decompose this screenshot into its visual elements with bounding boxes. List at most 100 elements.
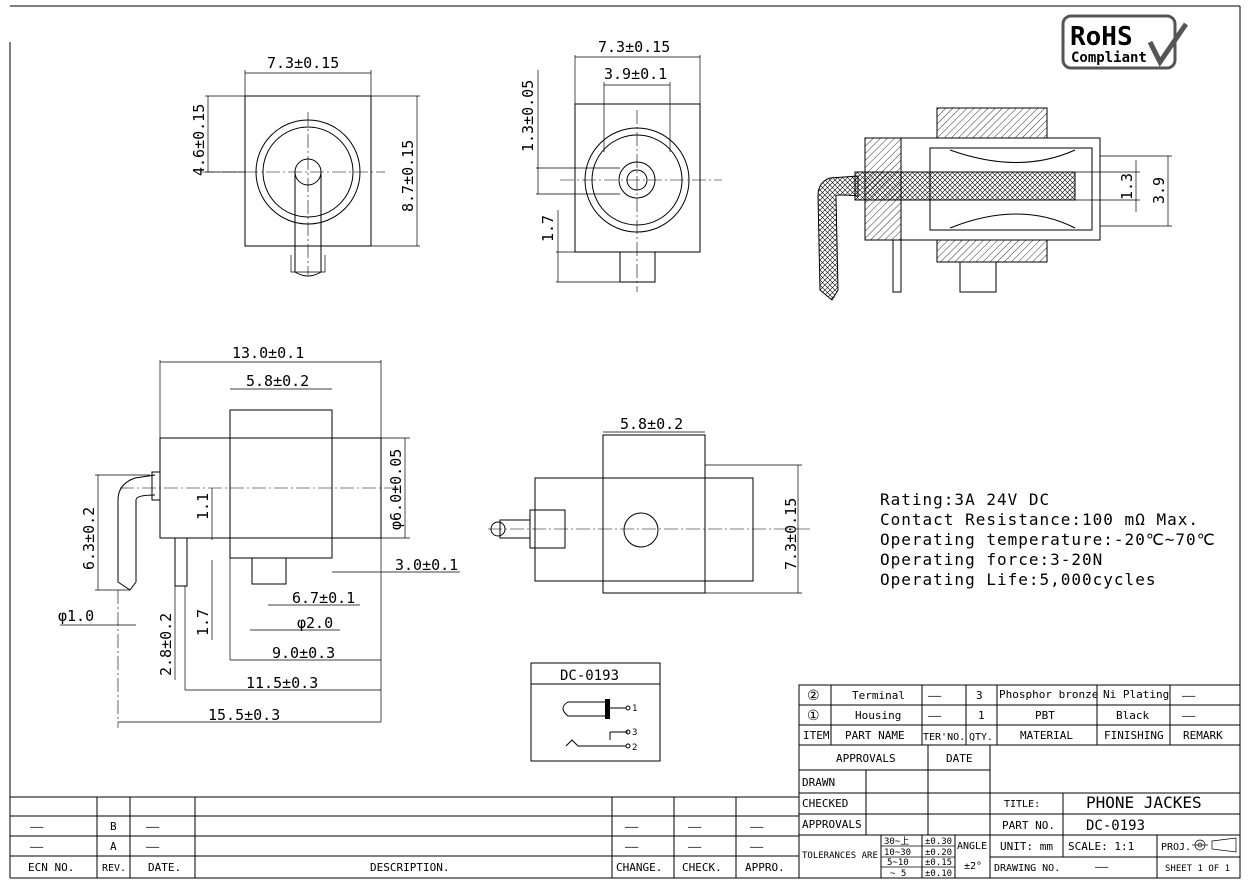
dim-side-r1: 3.0±0.1 bbox=[395, 556, 458, 574]
spec-list: Rating:3A 24V DC Contact Resistance:100 … bbox=[880, 490, 1215, 589]
spec-rating: Rating:3A 24V DC bbox=[880, 490, 1050, 509]
dim-side-h1: 1.1 bbox=[194, 493, 212, 520]
dim-side-total: 13.0±0.1 bbox=[232, 344, 304, 362]
parts-row-1-remark: —— bbox=[1182, 689, 1196, 702]
spec-force: Operating force:3-20N bbox=[880, 550, 1103, 569]
front-view-left bbox=[200, 70, 420, 277]
tb-scale: SCALE: 1:1 bbox=[1068, 840, 1134, 853]
rohs-text: RoHS bbox=[1070, 22, 1133, 52]
tb-tol-range-4: ~ 5 bbox=[890, 869, 906, 879]
title-block-grid bbox=[798, 744, 1241, 879]
dim-side-dia: φ6.0±0.05 bbox=[387, 449, 405, 530]
rev-a-date: —— bbox=[146, 840, 160, 853]
tb-checked: CHECKED bbox=[802, 797, 848, 810]
parts-header-name: PART NAME bbox=[845, 729, 905, 742]
side-view bbox=[60, 360, 460, 728]
rev-a-appro: —— bbox=[750, 840, 764, 853]
dim-side-d1: φ1.0 bbox=[58, 607, 94, 625]
dim-side-l3: 15.5±0.3 bbox=[208, 706, 280, 724]
tb-tol-value-1: ±0.30 bbox=[925, 837, 952, 847]
spec-resistance: Contact Resistance:100 mΩ Max. bbox=[880, 510, 1199, 529]
parts-row-2-name: Housing bbox=[855, 709, 901, 722]
rev-a-change: —— bbox=[625, 840, 639, 853]
tb-partno-value: DC-0193 bbox=[1086, 818, 1145, 834]
dim-side-pin: φ2.0 bbox=[297, 614, 333, 632]
dim-top-mid-v2: 1.7 bbox=[539, 215, 557, 242]
dim-section-a: 1.3 bbox=[1118, 173, 1136, 200]
rev-a-label: A bbox=[110, 840, 117, 853]
rev-b-check: —— bbox=[688, 820, 702, 833]
spec-life: Operating Life:5,000cycles bbox=[880, 570, 1156, 589]
parts-row-1-finish: Ni Plating bbox=[1103, 688, 1169, 701]
front-view-middle bbox=[536, 55, 722, 292]
tb-tol-value-3: ±0.15 bbox=[925, 858, 952, 868]
tb-title-label: TITLE: bbox=[1004, 799, 1040, 810]
tb-unit: UNIT: mm bbox=[1000, 840, 1053, 853]
rev-header-rev: REV. bbox=[102, 863, 126, 874]
rev-b-appro: —— bbox=[750, 820, 764, 833]
dim-bottom-width: 5.8±0.2 bbox=[620, 415, 683, 433]
revision-block: —— B —— —— —— —— —— A —— —— —— —— ECN NO… bbox=[28, 820, 785, 874]
dim-bottom-height: 7.3±0.15 bbox=[782, 498, 800, 570]
title-block: APPROVALS DATE DRAWN CHECKED APPROVALS T… bbox=[802, 752, 1230, 879]
rev-header-date: DATE. bbox=[148, 861, 181, 874]
tb-tolerances: TOLERANCES ARE bbox=[802, 851, 878, 861]
dim-side-h2: 6.3±0.2 bbox=[80, 507, 98, 570]
tb-drawn: DRAWN bbox=[802, 776, 835, 789]
schematic-pin-1: 1 bbox=[632, 704, 637, 714]
rev-header-change: CHANGE. bbox=[616, 861, 662, 874]
parts-header-remark: REMARK bbox=[1183, 729, 1223, 742]
dim-side-d3: 1.7 bbox=[194, 609, 212, 636]
dim-section-b: 3.9 bbox=[1150, 177, 1168, 204]
bottom-view bbox=[488, 431, 810, 594]
tb-proj: PROJ. bbox=[1161, 842, 1191, 853]
rev-b-ecn: —— bbox=[30, 820, 44, 833]
dim-top-mid-inner: 3.9±0.1 bbox=[604, 65, 667, 83]
rev-header-appro: APPRO. bbox=[745, 861, 785, 874]
dim-top-left-v1: 4.6±0.15 bbox=[190, 104, 208, 176]
dim-top-left-v2: 8.7±0.15 bbox=[399, 140, 417, 212]
parts-row-2-qty: 1 bbox=[978, 709, 985, 722]
rev-a-ecn: —— bbox=[30, 840, 44, 853]
dim-top-mid-width: 7.3±0.15 bbox=[598, 38, 670, 56]
revision-block-grid bbox=[10, 796, 1240, 879]
parts-row-1-qty: 3 bbox=[976, 689, 983, 702]
parts-list: ② Terminal —— 3 Phosphor bronze Ni Plati… bbox=[803, 688, 1223, 743]
tb-drawing-no: DRAWING NO. bbox=[994, 863, 1060, 874]
dim-top-left-width: 7.3±0.15 bbox=[267, 54, 339, 72]
schematic-title: DC-0193 bbox=[560, 668, 619, 684]
rev-a-check: —— bbox=[688, 840, 702, 853]
projection-symbol-icon bbox=[1192, 837, 1237, 853]
rev-b-date: —— bbox=[146, 820, 160, 833]
tb-approvals-header: APPROVALS bbox=[836, 752, 896, 765]
parts-row-2-material: PBT bbox=[1035, 709, 1055, 722]
parts-row-1-material: Phosphor bronze bbox=[999, 688, 1098, 701]
tb-angle-value: ±2° bbox=[964, 861, 982, 872]
parts-header-ter: TER'NO. bbox=[923, 732, 965, 743]
tb-drawing-no-value: —— bbox=[1095, 860, 1109, 873]
dim-side-l1: 9.0±0.3 bbox=[272, 644, 335, 662]
schematic-box bbox=[530, 662, 661, 762]
parts-header-finish: FINISHING bbox=[1104, 729, 1164, 742]
tb-title-value: PHONE JACKES bbox=[1086, 793, 1202, 812]
rev-header-ecn: ECN NO. bbox=[28, 861, 74, 874]
tb-angle: ANGLE bbox=[957, 841, 987, 852]
schematic-pin-3: 3 bbox=[632, 728, 637, 738]
parts-header-material: MATERIAL bbox=[1020, 729, 1073, 742]
section-view bbox=[817, 107, 1172, 301]
parts-row-2-finish: Black bbox=[1116, 709, 1149, 722]
checkmark-icon bbox=[1147, 22, 1189, 67]
tb-tol-range-1: 30~上 bbox=[884, 836, 909, 847]
parts-row-1-item: ② bbox=[807, 688, 820, 704]
tb-tol-range-3: 5~10 bbox=[887, 858, 909, 868]
dim-side-body: 5.8±0.2 bbox=[246, 372, 309, 390]
parts-row-1-ter: —— bbox=[928, 689, 942, 702]
dim-top-mid-v1: 1.3±0.05 bbox=[519, 80, 537, 152]
tb-sheet: SHEET 1 OF 1 bbox=[1165, 864, 1230, 874]
tb-tol-value-4: ±0.10 bbox=[925, 869, 952, 879]
parts-header-qty: QTY. bbox=[969, 732, 993, 743]
tb-tol-range-2: 10~30 bbox=[884, 848, 911, 858]
rev-b-label: B bbox=[110, 820, 117, 833]
parts-row-2-remark: —— bbox=[1182, 709, 1196, 722]
